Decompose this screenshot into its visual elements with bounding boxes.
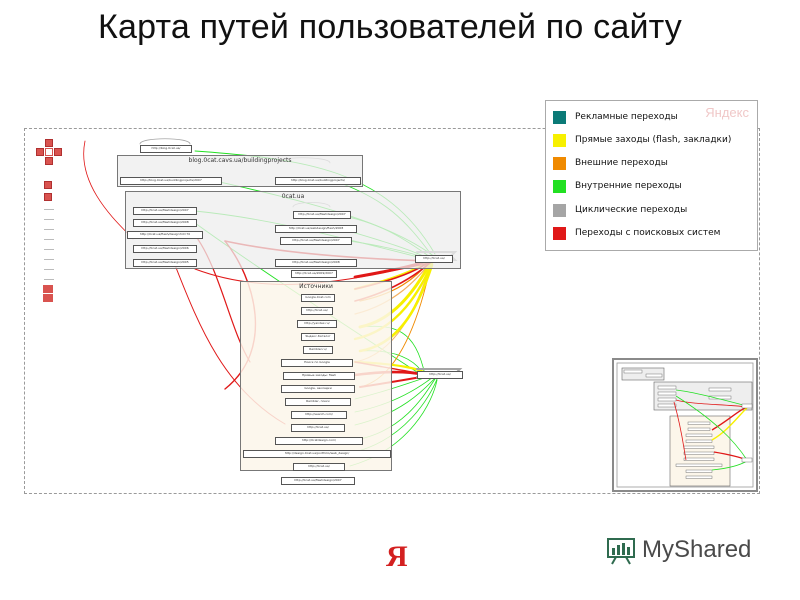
- legend-item-direct: Прямые заходы (flash, закладки): [553, 133, 731, 147]
- pan-down-button[interactable]: [45, 157, 53, 165]
- legend-swatch-internal: [553, 179, 566, 193]
- legend-swatch-direct: [553, 133, 566, 147]
- node-site-l1[interactable]: http://0cat.ua/flashdesign/2007: [133, 207, 197, 215]
- legend-watermark: Яндекс: [705, 105, 749, 120]
- node-source-6[interactable]: Поиск по Google: [281, 359, 353, 367]
- zoom-scale-tick: [44, 219, 54, 220]
- pan-up-button[interactable]: [45, 139, 53, 147]
- pan-right-button[interactable]: [54, 148, 62, 156]
- myshared-brand: MyShared: [606, 535, 751, 565]
- node-blog-left[interactable]: http://blog.0cat.ua/buildingprojects/200…: [120, 177, 222, 185]
- zoom-scale-tick: [44, 279, 54, 280]
- node-source-4[interactable]: Яндекс.Каталог: [301, 333, 335, 341]
- legend-label-cyclic: Циклические переходы: [575, 205, 688, 215]
- node-source-11[interactable]: http://0cat.ua/: [291, 424, 345, 432]
- map-thumbnail[interactable]: [612, 358, 758, 492]
- legend-label-ad: Рекламные переходы: [575, 112, 678, 122]
- node-source-7[interactable]: Прямые заходы: flash: [283, 372, 355, 380]
- node-blog-top[interactable]: http://blog.0cat.ua/: [140, 145, 192, 153]
- legend-swatch-external: [553, 156, 566, 170]
- myshared-brand-text: MyShared: [642, 536, 752, 563]
- path-cyclic: [139, 138, 191, 145]
- node-site-l3[interactable]: http://0cat.ua/flash/design?id=70: [127, 231, 203, 239]
- pan-left-button[interactable]: [36, 148, 44, 156]
- legend-item-internal: Внутренние переходы: [553, 179, 682, 193]
- node-site-r1[interactable]: http://0cat.ua/flashdesign/2007: [293, 211, 351, 219]
- zoom-scale-tick: [44, 239, 54, 240]
- pan-center-button[interactable]: [45, 148, 53, 156]
- node-site-r4[interactable]: http://0cat.ua/flashdesign/2008: [275, 259, 357, 267]
- legend: Яндекс Рекламные переходы Прямые заходы …: [545, 100, 758, 251]
- node-site-exit[interactable]: http://0cat.ua/: [415, 255, 453, 263]
- legend-item-ad: Рекламные переходы: [553, 110, 678, 124]
- node-target2[interactable]: http://0cat.ua/: [417, 371, 463, 379]
- legend-label-external: Внешние переходы: [575, 158, 668, 168]
- yandex-logo: Я: [386, 540, 408, 573]
- node-source-15[interactable]: http://0cat.ua/flashdesign/2007: [281, 477, 355, 485]
- zoom-scale-tick: [44, 209, 54, 210]
- legend-item-cyclic: Циклические переходы: [553, 203, 687, 217]
- node-source-14[interactable]: http://0cat.ua/: [293, 463, 345, 471]
- presentation-icon: [607, 538, 635, 565]
- legend-swatch-search: [553, 226, 566, 240]
- slide-title: Карта путей пользователей по сайту: [97, 8, 683, 46]
- node-blog-right[interactable]: http://blog.0cat.ua/buildingprojects/: [275, 177, 361, 185]
- zoom-slider-thumb[interactable]: [43, 285, 53, 293]
- node-site-l2[interactable]: http://0cat.ua/flashdesign/2008: [133, 219, 197, 227]
- node-source-2[interactable]: http://0cat.ua/: [301, 307, 333, 315]
- legend-label-direct: Прямые заходы (flash, закладки): [575, 135, 732, 145]
- group-blog-label: blog.0cat.cavs.ua/buildingprojects: [188, 157, 292, 164]
- node-source-9[interactable]: Rambler, поиск: [285, 398, 351, 406]
- group-site-label: 0cat.ua: [281, 193, 305, 200]
- node-source-5[interactable]: Rambler.ru/: [303, 346, 333, 354]
- node-site-l5[interactable]: http://0cat.ua/flashdesign/2005: [133, 259, 197, 267]
- legend-swatch-ad: [553, 110, 566, 124]
- zoom-scale-tick: [44, 229, 54, 230]
- node-site-r3[interactable]: http://0cat.ua/flashdesign/2007: [280, 237, 352, 245]
- legend-label-search: Переходы с поисковых систем: [575, 228, 721, 238]
- legend-item-external: Внешние переходы: [553, 156, 668, 170]
- node-source-1[interactable]: Google.0cat.com: [301, 294, 335, 302]
- legend-item-search: Переходы с поисковых систем: [553, 226, 720, 240]
- node-site-r2[interactable]: http://0cat.ua/webdesign/flash/2008: [275, 225, 357, 233]
- legend-label-internal: Внутренние переходы: [575, 181, 682, 191]
- legend-swatch-cyclic: [553, 203, 566, 217]
- group-sources-label: Источники: [299, 283, 333, 290]
- zoom-out-button[interactable]: [44, 193, 52, 201]
- node-source-8[interactable]: Google, закладки: [281, 385, 355, 393]
- node-source-10[interactable]: http://search.com/: [291, 411, 347, 419]
- node-mid[interactable]: http://0cat.ua/2009/2007: [291, 270, 337, 278]
- node-site-l4[interactable]: http://0cat.ua/flashdesign/2006: [133, 245, 197, 253]
- thumbnail-preview: [616, 362, 754, 488]
- node-source-3[interactable]: http://yandex.ru/: [297, 320, 337, 328]
- node-source-13[interactable]: http://design.0cat.ua/portfolio/web_desi…: [243, 450, 391, 458]
- zoom-scale-tick: [44, 269, 54, 270]
- zoom-scale-tick: [44, 259, 54, 260]
- zoom-scale-tick: [44, 249, 54, 250]
- zoom-in-button[interactable]: [44, 181, 52, 189]
- node-source-12[interactable]: http://0catdesign.com/: [275, 437, 363, 445]
- zoom-slider-thumb-lower[interactable]: [43, 294, 53, 302]
